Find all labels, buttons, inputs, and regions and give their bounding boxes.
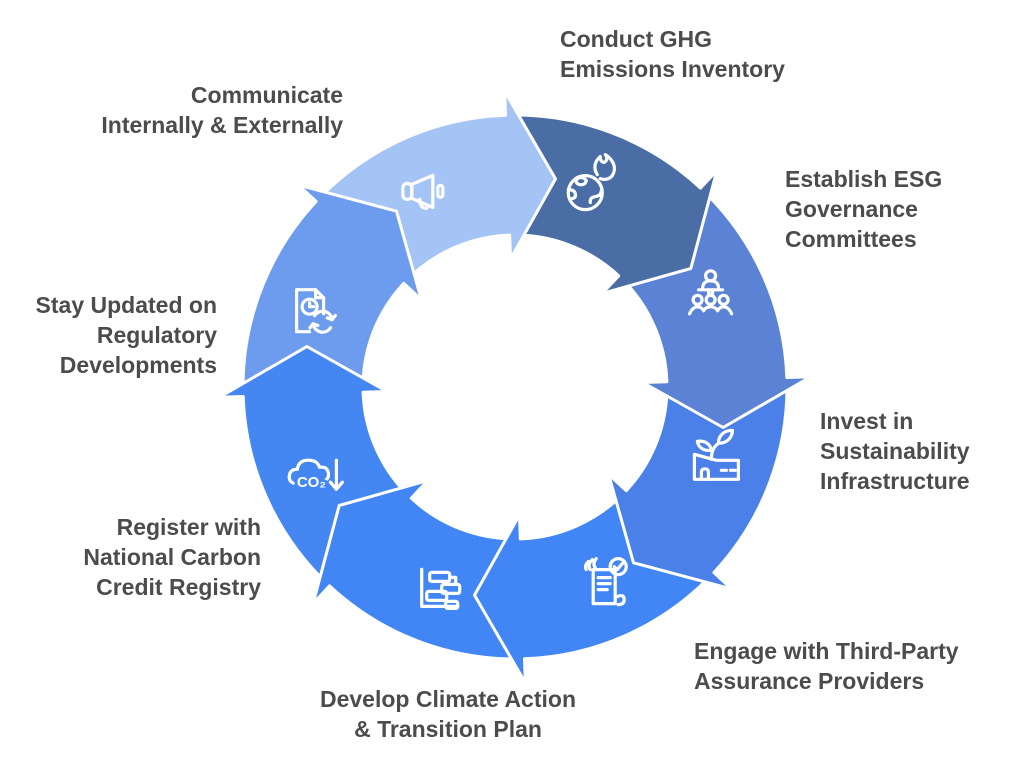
committee-icon [687,269,734,316]
burning-globe-icon [566,153,617,212]
label-register: Register with National Carbon Credit Reg… [83,514,261,600]
segment-arrow-develop [311,479,526,661]
label-conduct-ghg: Conduct GHG Emissions Inventory [560,26,785,82]
segment-arrow-head-patch [602,169,717,294]
label-invest: Invest in Sustainability Infrastructure [820,408,970,494]
segment-arrow-invest [607,376,789,591]
megaphone-icon [401,173,445,210]
gantt-plan-icon [420,567,462,611]
document-refresh-icon [295,288,337,334]
assurance-document-icon [583,556,628,607]
label-stay-updated: Stay Updated on Regulatory Developments [35,292,217,378]
label-develop: Develop Climate Action & Transition Plan [319,686,577,742]
segment-arrow-head-patch-outline [600,168,719,295]
label-engage: Engage with Third-Party Assurance Provid… [694,638,959,694]
label-establish-esg: Establish ESG Governance Committees [785,166,943,252]
green-factory-icon [692,428,741,481]
co2-reduction-icon: CO₂ [287,458,344,494]
co2-label: CO₂ [297,474,326,491]
segment-arrow-stay-updated [241,183,423,398]
label-communicate: Communicate Internally & Externally [101,82,343,138]
